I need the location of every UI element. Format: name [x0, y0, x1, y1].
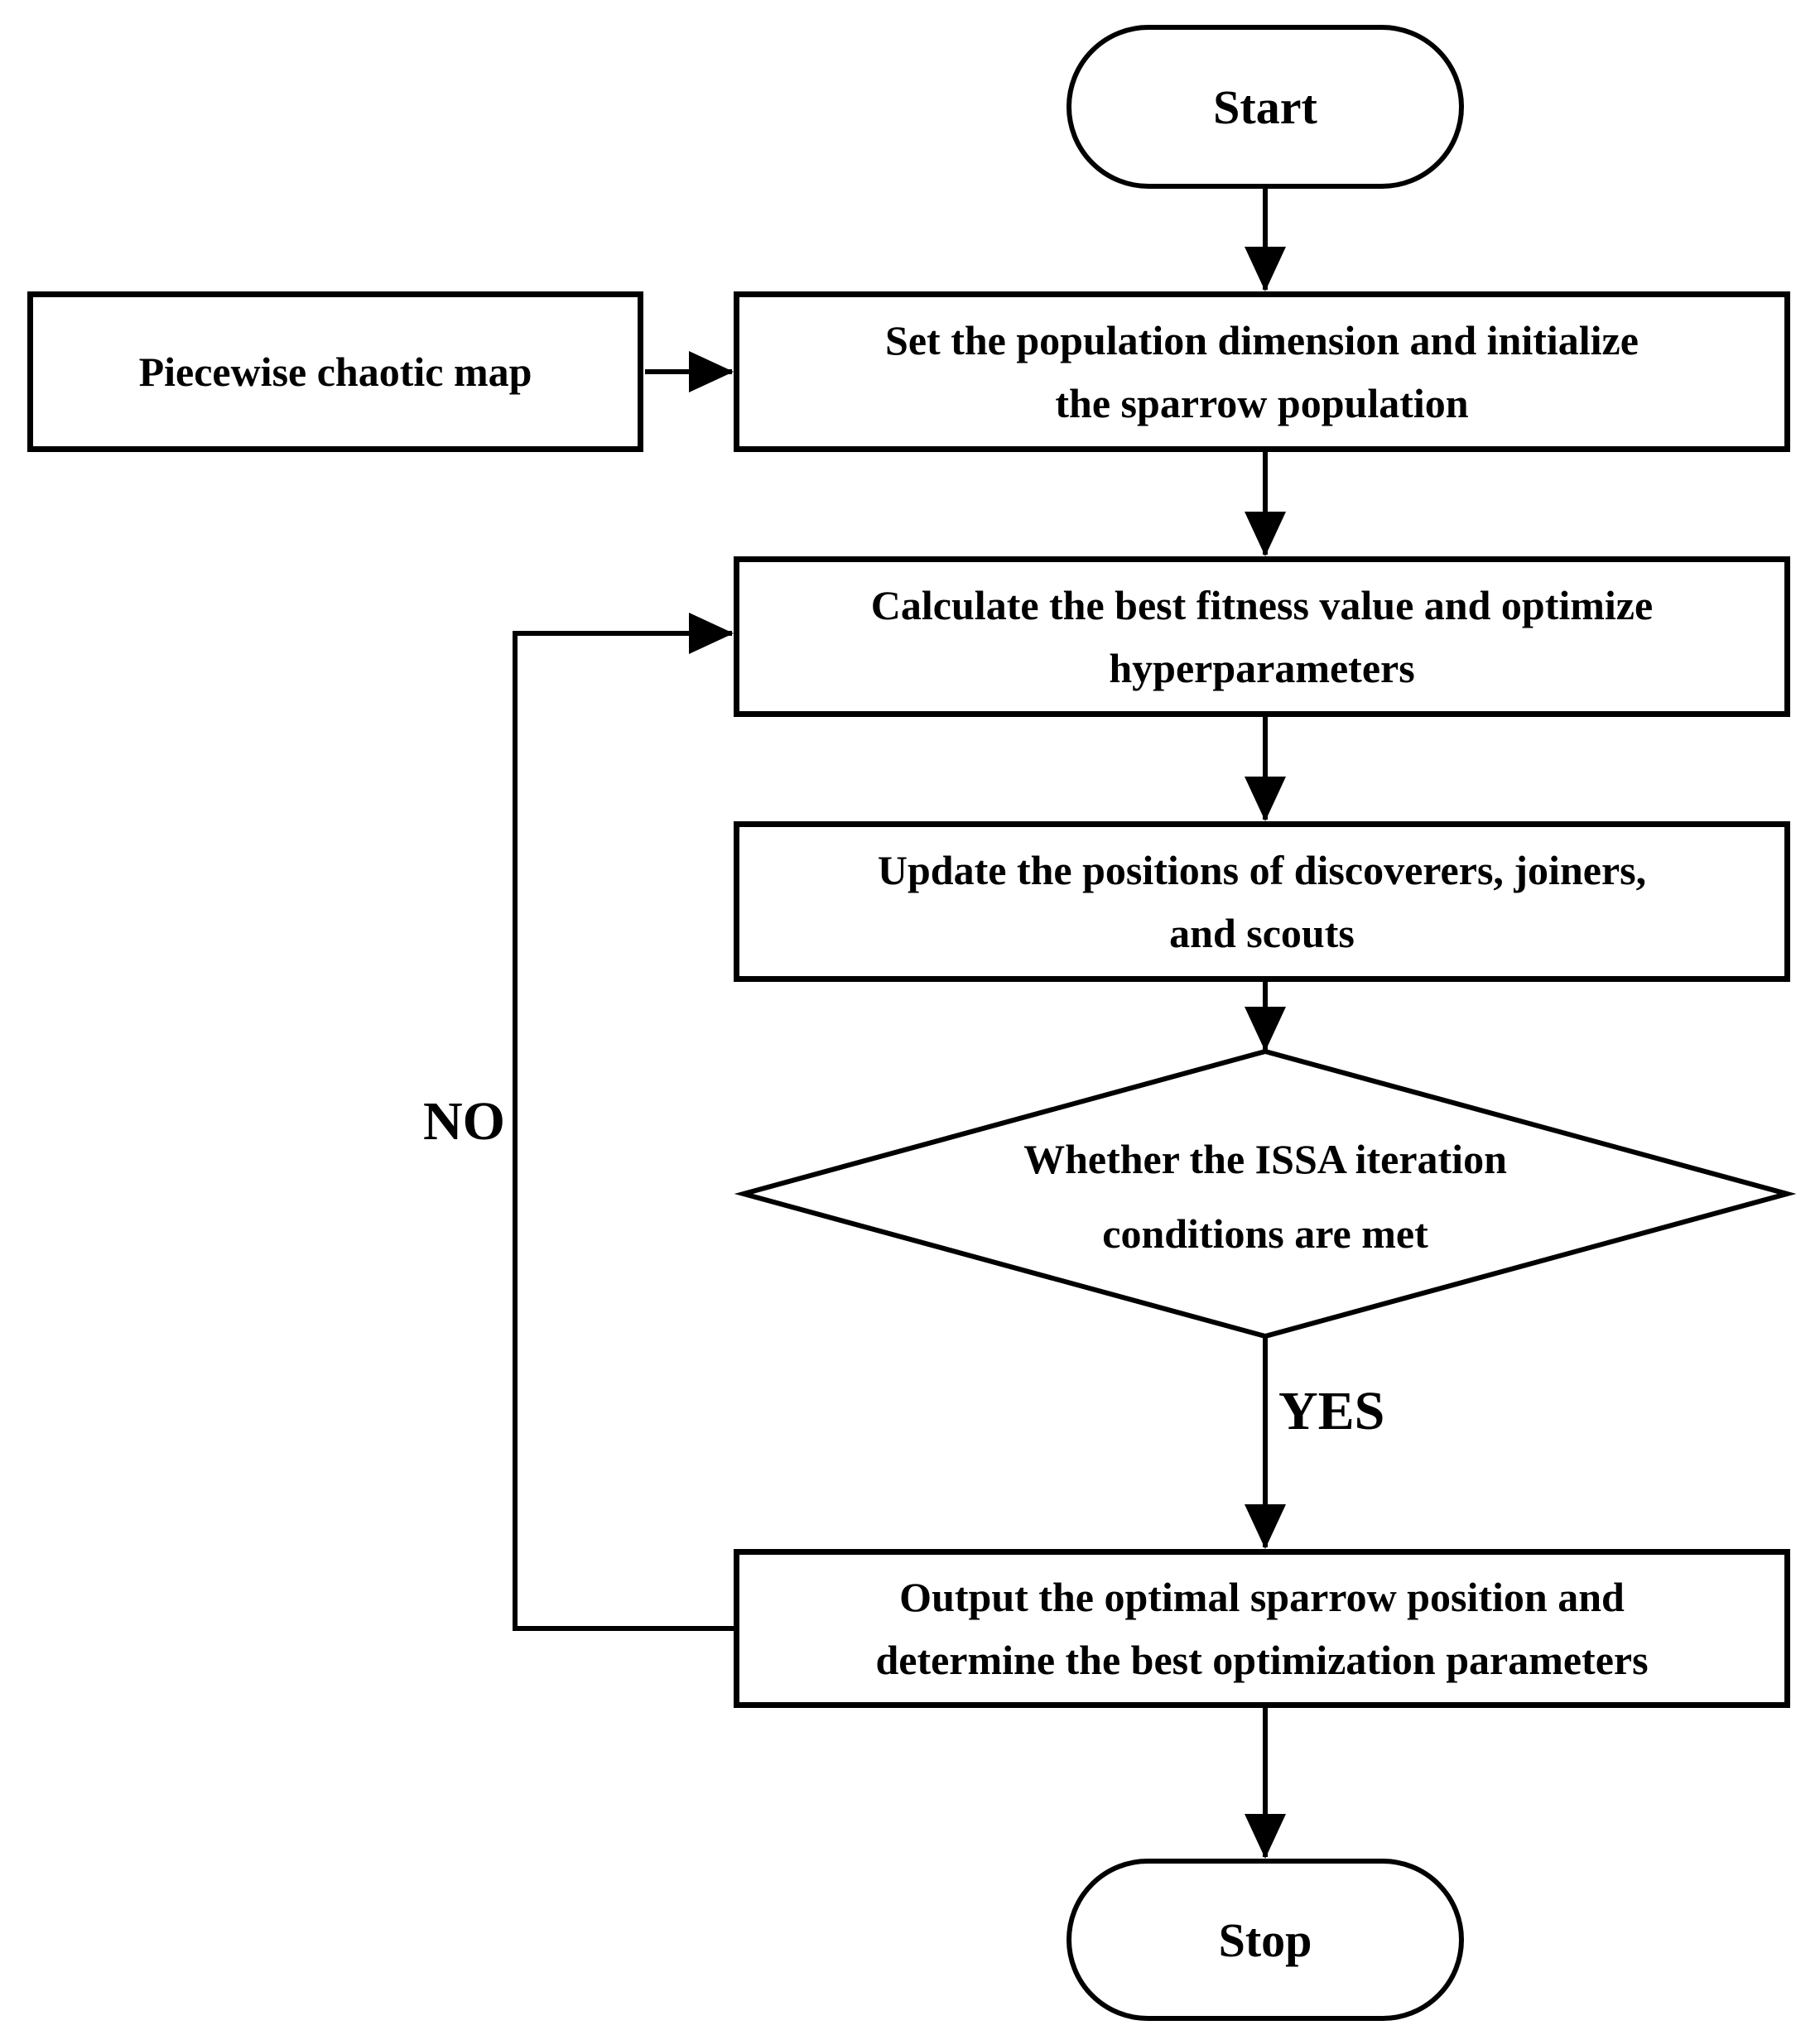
edge-label-no: NO — [423, 1091, 505, 1152]
update-label-line1: Update the positions of discoverers, joi… — [877, 847, 1647, 893]
start-label: Start — [1213, 79, 1317, 134]
node-update-positions: Update the positions of discoverers, joi… — [734, 821, 1790, 982]
fitness-label-line2: hyperparameters — [1109, 645, 1415, 691]
fitness-label-line1: Calculate the best fitness value and opt… — [870, 582, 1654, 628]
stop-label: Stop — [1218, 1912, 1312, 1967]
node-initialize-population: Set the population dimension and initial… — [734, 291, 1790, 452]
edge-label-yes: YES — [1278, 1381, 1385, 1441]
decision-label-line1: Whether the ISSA iteration — [1023, 1136, 1507, 1182]
init-label-line1: Set the population dimension and initial… — [885, 317, 1639, 363]
node-decision-iteration-condition: Whether the ISSA iteration conditions ar… — [868, 1119, 1663, 1273]
node-calculate-fitness: Calculate the best fitness value and opt… — [734, 556, 1790, 717]
edge-no-loop-to-fitness — [513, 613, 734, 1631]
output-label-line2: determine the best optimization paramete… — [875, 1637, 1649, 1683]
node-piecewise-chaotic-map: Piecewise chaotic map — [27, 291, 643, 452]
node-stop-terminator: Stop — [1066, 1859, 1464, 2021]
init-label-line2: the sparrow population — [1055, 380, 1469, 426]
node-output-optimal-position: Output the optimal sparrow position and … — [734, 1549, 1790, 1708]
decision-label-line2: conditions are met — [1102, 1210, 1428, 1257]
update-label-line2: and scouts — [1169, 910, 1355, 956]
output-label-line1: Output the optimal sparrow position and — [899, 1574, 1625, 1620]
piecewise-label: Piecewise chaotic map — [138, 349, 532, 395]
node-start-terminator: Start — [1066, 25, 1464, 189]
